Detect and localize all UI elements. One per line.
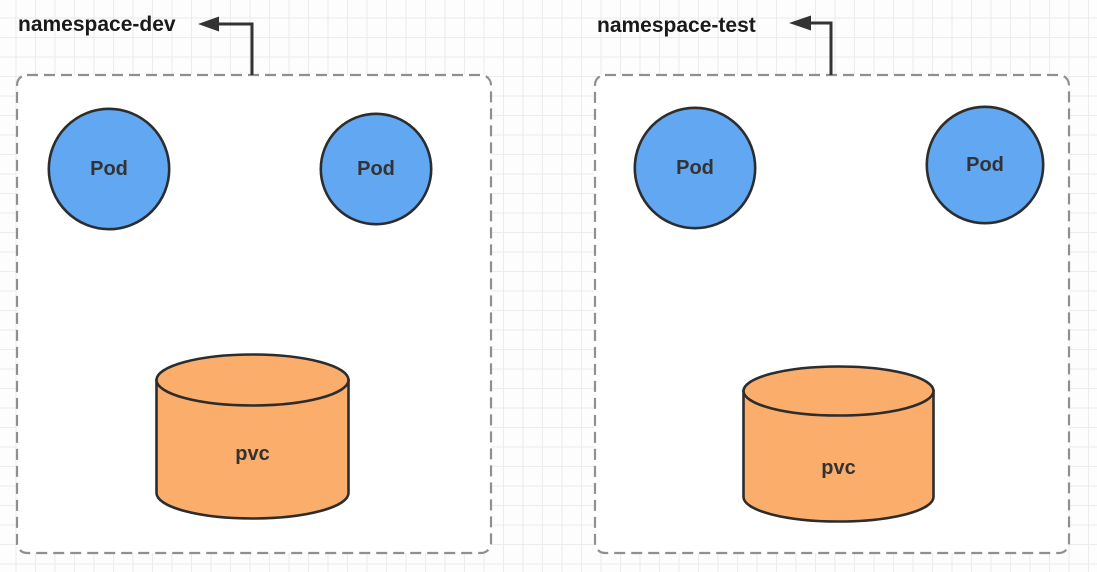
arrowhead-left-icon	[789, 15, 811, 31]
pod-label: Pod	[90, 157, 128, 180]
pvc-cylinder-body	[155, 378, 350, 520]
namespace-dev-label[interactable]: namespace-dev	[18, 13, 176, 36]
pod-circle-shape	[47, 107, 171, 231]
arrow-line	[216, 22, 254, 75]
pod-circle	[319, 112, 433, 226]
pod-circle-shape	[319, 112, 433, 226]
pvc-node[interactable]: pvc	[155, 353, 350, 520]
pod-circle-shape	[925, 105, 1045, 225]
pod-node[interactable]: Pod	[633, 106, 757, 230]
pod-label: Pod	[357, 157, 395, 180]
namespace-test-arrow[interactable]	[763, 10, 843, 78]
pvc-cylinder-body	[742, 389, 935, 523]
namespace-test-label[interactable]: namespace-test	[597, 14, 756, 37]
pvc-cylinder-top	[742, 365, 935, 417]
pvc-cylinder	[155, 353, 350, 520]
arrow-line	[811, 21, 833, 75]
pod-circle	[47, 107, 171, 231]
namespace-dev-arrow[interactable]	[188, 10, 268, 78]
pod-circle	[925, 105, 1045, 225]
pvc-node[interactable]: pvc	[742, 365, 935, 523]
pod-node[interactable]: Pod	[319, 112, 433, 226]
pod-circle	[633, 106, 757, 230]
pod-node[interactable]: Pod	[925, 105, 1045, 225]
pod-label: Pod	[966, 153, 1004, 176]
pvc-cylinder	[742, 365, 935, 523]
pod-circle-shape	[633, 106, 757, 230]
pod-node[interactable]: Pod	[47, 107, 171, 231]
pvc-label: pvc	[821, 457, 856, 479]
pvc-cylinder-top	[155, 353, 350, 407]
pod-label: Pod	[676, 156, 714, 179]
arrowhead-left-icon	[198, 16, 219, 32]
pvc-label: pvc	[235, 443, 270, 465]
